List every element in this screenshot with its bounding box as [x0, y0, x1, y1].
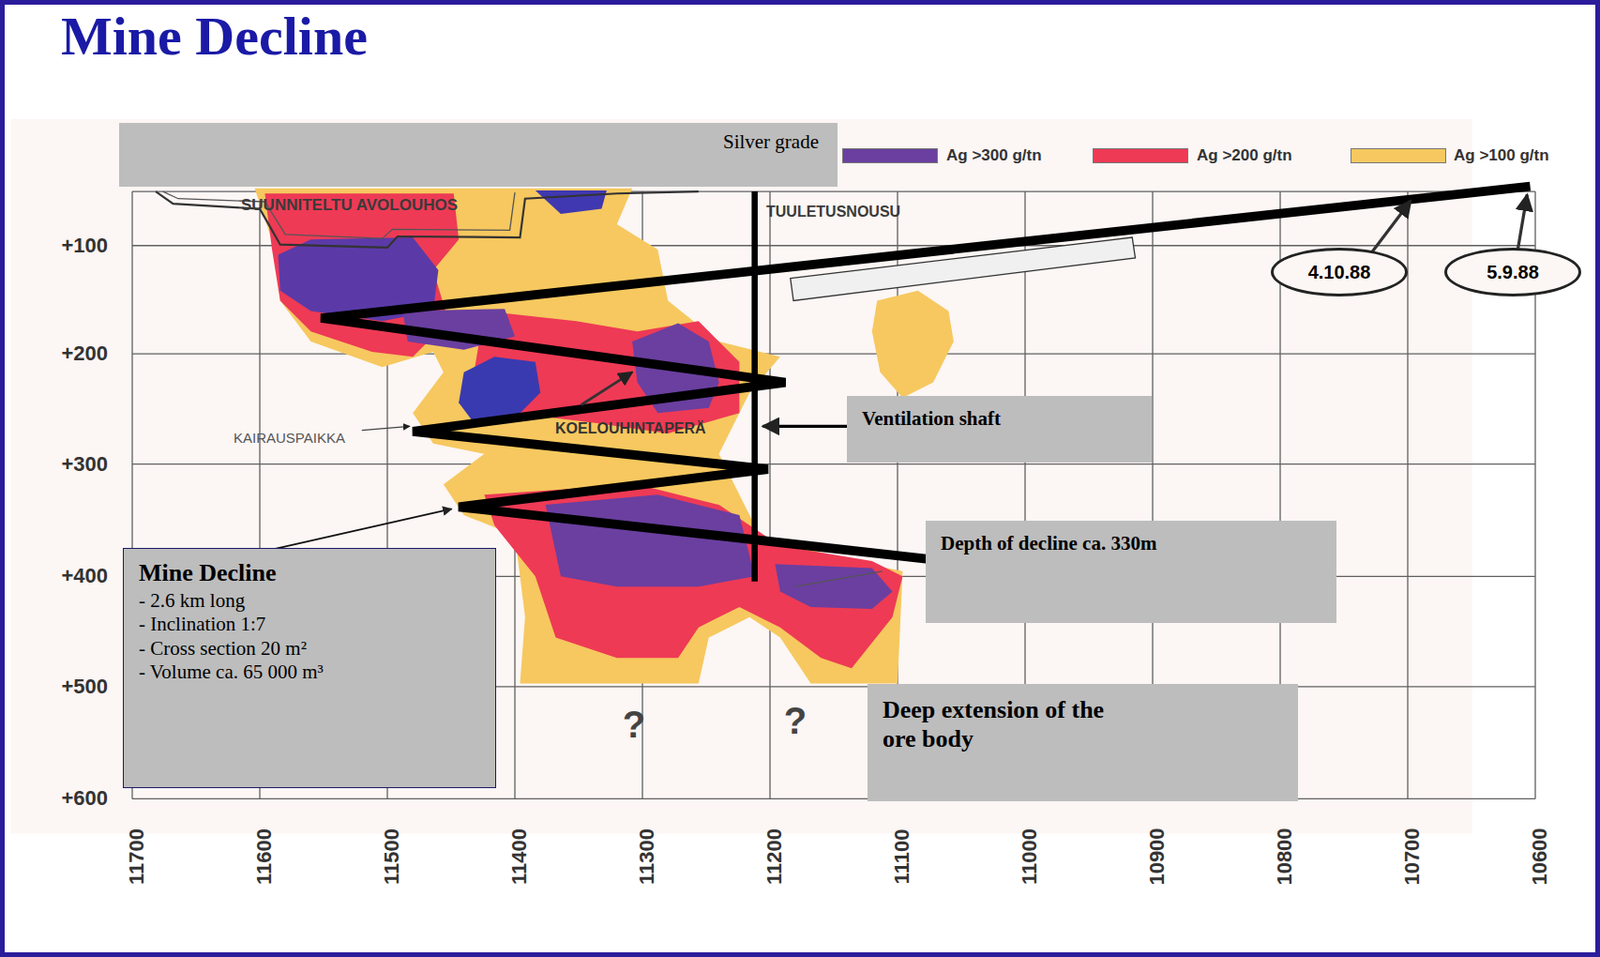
legend-swatch — [842, 148, 938, 164]
leader-arrow — [581, 372, 633, 406]
node-text: 5.9.88 — [1486, 260, 1540, 284]
node-text: - Volume ca. 65 000 m³ — [138, 660, 481, 684]
map-label: TUULETUSNOUSU — [766, 204, 901, 220]
legend-panel: Silver grade — [119, 122, 838, 187]
legend-text: Ag >100 g/tn — [1453, 146, 1550, 166]
leader-arrow — [762, 424, 847, 428]
axis-label: 11500 — [381, 828, 403, 885]
callout-box: Deep extension of the ore body — [867, 683, 1299, 801]
question-mark: ? — [622, 705, 646, 743]
axis-label: 10800 — [1274, 827, 1296, 885]
date-ellipse: 5.9.88 — [1444, 247, 1582, 297]
axis-label: 11600 — [254, 828, 275, 885]
axis-label: 11200 — [764, 828, 785, 885]
leader-arrow — [261, 508, 452, 552]
grid-line — [769, 191, 770, 799]
axis-label: 11100 — [891, 829, 913, 885]
map-label: KAIRAUSPAIKKA — [233, 430, 346, 445]
callout-box: Ventilation shaft — [846, 395, 1152, 463]
node-text: Deep extension of the ore body — [882, 694, 1108, 754]
node-text: Ventilation shaft — [861, 407, 1137, 431]
node-text: - Cross section 20 m² — [138, 636, 481, 661]
leader-arrow — [362, 425, 410, 430]
node-text: Silver grade — [119, 130, 819, 154]
axis-label: +400 — [60, 565, 108, 587]
open-pit-outline — [163, 191, 515, 239]
mine-decline — [320, 186, 1530, 559]
grid-line — [132, 463, 1536, 465]
leader-line — [795, 571, 882, 587]
grid-line — [1406, 191, 1408, 799]
axis-label: 11000 — [1019, 828, 1041, 885]
axis-label: +100 — [60, 235, 108, 257]
axis-label: +200 — [60, 343, 108, 364]
axis-label: 10600 — [1529, 827, 1551, 885]
node-text: 4.10.88 — [1308, 260, 1372, 284]
date-arrow — [1370, 200, 1412, 256]
grid-line — [132, 798, 1536, 800]
axis-label: 10900 — [1147, 827, 1168, 885]
date-arrow — [1516, 194, 1527, 255]
date-ellipse: 4.10.88 — [1270, 247, 1408, 297]
node-text: Mine Decline — [138, 558, 481, 588]
grid-line — [132, 352, 1536, 354]
question-mark: ? — [784, 701, 807, 740]
node-text: - 2.6 km long — [138, 588, 481, 613]
info-box: Mine Decline- 2.6 km long- Inclination 1… — [122, 547, 497, 788]
callout-box: Depth of decline ca. 330m — [925, 520, 1337, 623]
axis-label: +600 — [60, 787, 108, 809]
axis-label: +300 — [60, 453, 108, 475]
axis-label: +500 — [60, 676, 108, 697]
legend-swatch — [1092, 148, 1189, 164]
open-pit-outline — [155, 191, 699, 248]
axis-label: 10700 — [1402, 827, 1423, 885]
legend-swatch — [1350, 148, 1447, 164]
legend-text: Ag >300 g/tn — [946, 146, 1042, 166]
map-label: SUUNNITELTU AVOLOUHOS — [241, 196, 458, 213]
map-label: KOELOUHINTAPERÄ — [555, 421, 707, 437]
legend-text: Ag >200 g/tn — [1196, 146, 1293, 166]
node-text: Depth of decline ca. 330m — [940, 531, 1322, 556]
node-text: - Inclination 1:7 — [138, 612, 481, 636]
axis-label: 11700 — [126, 828, 148, 885]
axis-label: 11300 — [636, 828, 658, 885]
axis-label: 11400 — [509, 828, 530, 885]
page-title: Mine Decline — [60, 4, 368, 68]
